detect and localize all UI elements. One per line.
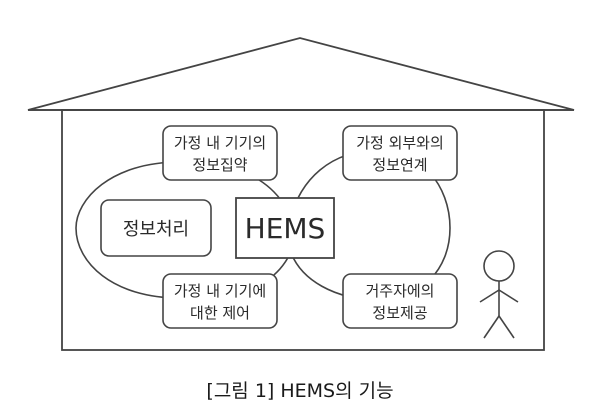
function-bottom-left-line2: 대한 제어 xyxy=(190,304,250,322)
function-top-left-line1: 가정 내 기기의 xyxy=(174,134,266,152)
function-box-bottom-left: 가정 내 기기에 대한 제어 xyxy=(162,273,278,329)
function-bottom-right-line1: 거주자에의 xyxy=(365,282,434,300)
function-box-bottom-right: 거주자에의 정보제공 xyxy=(342,273,458,329)
function-top-left-line2: 정보집약 xyxy=(192,156,247,174)
figure-head xyxy=(483,250,515,282)
figure-caption: [그림 1] HEMS의 기능 xyxy=(206,380,393,402)
function-box-top-right: 가정 외부와의 정보연계 xyxy=(342,125,458,181)
function-bottom-left-line1: 가정 내 기기에 xyxy=(174,282,266,300)
hems-center-box: HEMS xyxy=(235,197,335,259)
figure-left-leg xyxy=(483,315,500,339)
function-bottom-right-line2: 정보제공 xyxy=(372,304,427,322)
figure-left-arm xyxy=(479,289,500,303)
resident-stick-figure xyxy=(479,250,519,339)
house-roof xyxy=(27,37,575,111)
house-body xyxy=(61,109,545,351)
function-top-right-line1: 가정 외부와의 xyxy=(356,134,444,152)
figure-right-arm xyxy=(498,289,519,303)
function-box-top-left: 가정 내 기기의 정보집약 xyxy=(162,125,278,181)
function-top-right-line2: 정보연계 xyxy=(372,156,427,174)
figure-right-leg xyxy=(498,315,515,339)
processing-box: 정보처리 xyxy=(100,199,212,257)
hems-label: HEMS xyxy=(245,212,326,245)
processing-label: 정보처리 xyxy=(123,219,189,240)
